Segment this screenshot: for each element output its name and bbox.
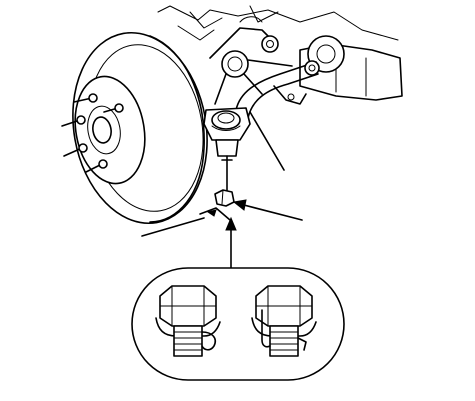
brake-disc-assembly bbox=[61, 31, 208, 225]
chassis-frame bbox=[157, 5, 403, 105]
ball-joint-boot bbox=[211, 110, 241, 130]
hub-center bbox=[92, 116, 112, 144]
detail-cotter-pin-left bbox=[201, 331, 217, 351]
detail-cotter-pin-right bbox=[261, 309, 271, 348]
detail-nut-right bbox=[251, 285, 317, 357]
arm-bushing-nut bbox=[261, 35, 279, 53]
arm-bushing-inner bbox=[221, 50, 249, 78]
arrow-castle-nut bbox=[232, 199, 247, 211]
leader-line-ball-joint bbox=[249, 111, 285, 171]
leader-line-cotter-pin bbox=[141, 217, 205, 237]
detail-inset-frame bbox=[131, 267, 345, 381]
callout-lines bbox=[141, 111, 303, 269]
castle-nut bbox=[214, 189, 235, 207]
arrow-detail-head bbox=[225, 216, 237, 231]
ball-joint-stud bbox=[215, 139, 239, 157]
cotter-pin bbox=[199, 207, 231, 221]
leader-line-castle-nut bbox=[239, 203, 303, 221]
wheel-studs bbox=[61, 93, 124, 173]
detail-nut-left bbox=[155, 285, 221, 357]
detail-inset bbox=[131, 267, 345, 381]
detail-stud-left bbox=[173, 325, 203, 357]
detail-stud-right bbox=[269, 325, 299, 357]
stabilizer-link bbox=[235, 60, 320, 119]
